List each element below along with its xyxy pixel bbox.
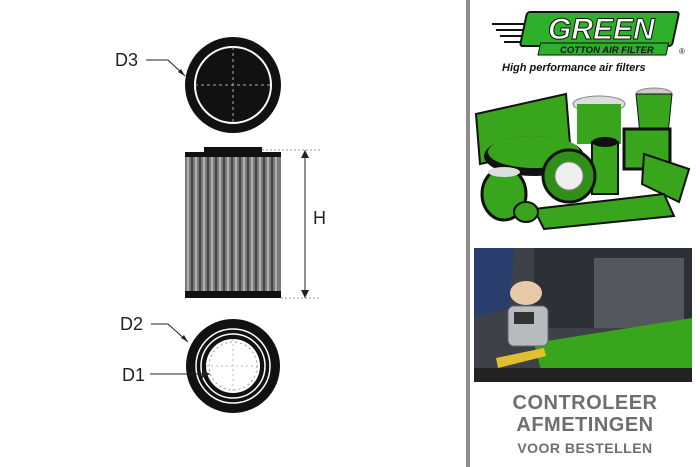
brand-panel: GREEN COTTON AIR FILTER ® High performan… <box>470 0 700 467</box>
brand-subtitle: COTTON AIR FILTER <box>560 45 654 56</box>
product-range-image <box>474 84 696 230</box>
label-d2: D2 <box>120 314 143 334</box>
top-view <box>185 37 281 133</box>
bottom-view <box>186 319 280 413</box>
brand-name: GREEN <box>548 13 656 46</box>
brand-tagline: High performance air filters <box>502 62 646 74</box>
label-d1: D1 <box>122 365 145 385</box>
cta-line-1: CONTROLEER <box>512 392 658 414</box>
label-d3: D3 <box>115 50 138 70</box>
cta-line-3: VOOR BESTELLEN <box>517 440 653 456</box>
filter-dimension-diagram: D3 H D2 D1 <box>115 37 326 413</box>
label-h: H <box>313 208 326 228</box>
side-view <box>185 147 281 298</box>
arrow-d3 <box>146 59 186 77</box>
arrow-d2 <box>151 323 189 343</box>
green-logo: GREEN COTTON AIR FILTER ® High performan… <box>492 11 685 74</box>
measuring-photo <box>474 248 692 382</box>
registered-mark: ® <box>679 47 685 56</box>
cta-line-2: AFMETINGEN <box>516 414 654 436</box>
call-to-action: CONTROLEER AFMETINGEN VOOR BESTELLEN <box>470 392 700 458</box>
vertical-divider <box>466 0 470 467</box>
